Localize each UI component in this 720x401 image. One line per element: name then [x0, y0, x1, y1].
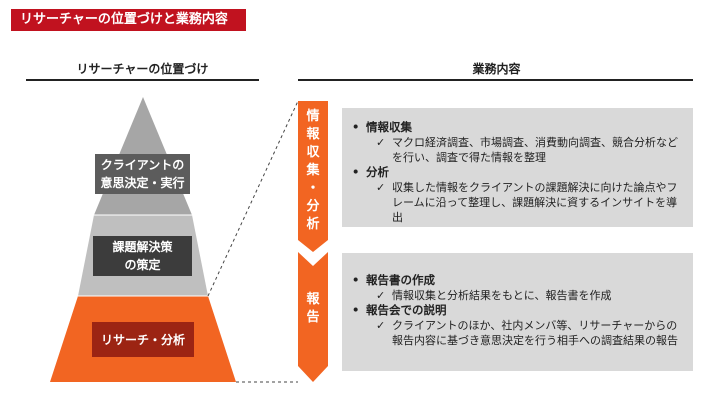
duty-heading-text: 報告会での説明 [366, 303, 447, 317]
duty-heading: • 報告会での説明 [352, 303, 681, 318]
bullet-icon: • [352, 303, 360, 317]
duty-item: • 分析 ✓ 収集した情報をクライアントの課題解決に向けた論点やフレームに沿って… [352, 165, 681, 225]
left-column-heading: リサーチャーの位置づけ [76, 62, 209, 76]
check-icon: ✓ [376, 319, 386, 332]
arrow-label-report: 報 告 [306, 292, 320, 325]
duty-detail: ✓ クライアントのほか、社内メンバ等、リサーチャーからの報告内容に基づき意思決定… [352, 318, 681, 348]
duty-heading: • 報告書の作成 [352, 273, 681, 288]
duty-item: • 報告会での説明 ✓ クライアントのほか、社内メンバ等、リサーチャーからの報告… [352, 303, 681, 348]
check-icon: ✓ [376, 136, 386, 149]
duty-detail-text: マクロ経済調査、市場調査、消費動向調査、競合分析などを行い、調査で得た情報を整理 [392, 136, 678, 164]
arrow-segment-report [298, 252, 328, 382]
bullet-icon: • [352, 273, 360, 287]
arrow-label-collect-analyze: 情 報 収 集 ・ 分 析 [306, 109, 320, 232]
duty-heading-text: 報告書の作成 [366, 273, 435, 287]
duty-detail: ✓ 収集した情報をクライアントの課題解決に向けた論点やフレームに沿って整理し、課… [352, 180, 681, 225]
bullet-icon: • [352, 120, 360, 134]
duty-heading-text: 情報収集 [366, 120, 412, 134]
duties-panel-collect-analyze: • 情報収集 ✓ マクロ経済調査、市場調査、消費動向調査、競合分析などを行い、調… [342, 108, 693, 227]
check-icon: ✓ [376, 289, 386, 302]
bullet-icon: • [352, 165, 360, 179]
connector-dash-upper [207, 100, 299, 297]
duty-heading-text: 分析 [366, 165, 389, 179]
duty-detail-text: 情報収集と分析結果をもとに、報告書を作成 [392, 289, 612, 302]
duties-panel-report: • 報告書の作成 ✓ 情報収集と分析結果をもとに、報告書を作成 • 報告会での説… [342, 253, 693, 371]
duty-heading: • 情報収集 [352, 120, 681, 135]
duty-item: • 報告書の作成 ✓ 情報収集と分析結果をもとに、報告書を作成 [352, 273, 681, 303]
left-heading-rule [26, 79, 259, 81]
page-title-banner: リサーチャーの位置づけと業務内容 [11, 9, 246, 31]
arrow-segment-collect-analyze [298, 101, 328, 252]
duty-detail-text: 収集した情報をクライアントの課題解決に向けた論点やフレームに沿って整理し、課題解… [392, 181, 678, 224]
pyramid-label-decision: クライアントの 意思決定・実行 [95, 154, 190, 194]
duty-heading: • 分析 [352, 165, 681, 180]
pyramid-label-issue-solution: 課題解決策 の策定 [93, 236, 192, 276]
duty-detail: ✓ マクロ経済調査、市場調査、消費動向調査、競合分析などを行い、調査で得た情報を… [352, 135, 681, 165]
duty-item: • 情報収集 ✓ マクロ経済調査、市場調査、消費動向調査、競合分析などを行い、調… [352, 120, 681, 165]
pyramid-label-research: リサーチ・分析 [92, 322, 194, 357]
duty-detail-text: クライアントのほか、社内メンバ等、リサーチャーからの報告内容に基づき意思決定を行… [392, 319, 678, 347]
right-heading-rule [298, 79, 693, 81]
right-column-heading: 業務内容 [472, 62, 521, 76]
duty-detail: ✓ 情報収集と分析結果をもとに、報告書を作成 [352, 288, 681, 303]
check-icon: ✓ [376, 181, 386, 194]
